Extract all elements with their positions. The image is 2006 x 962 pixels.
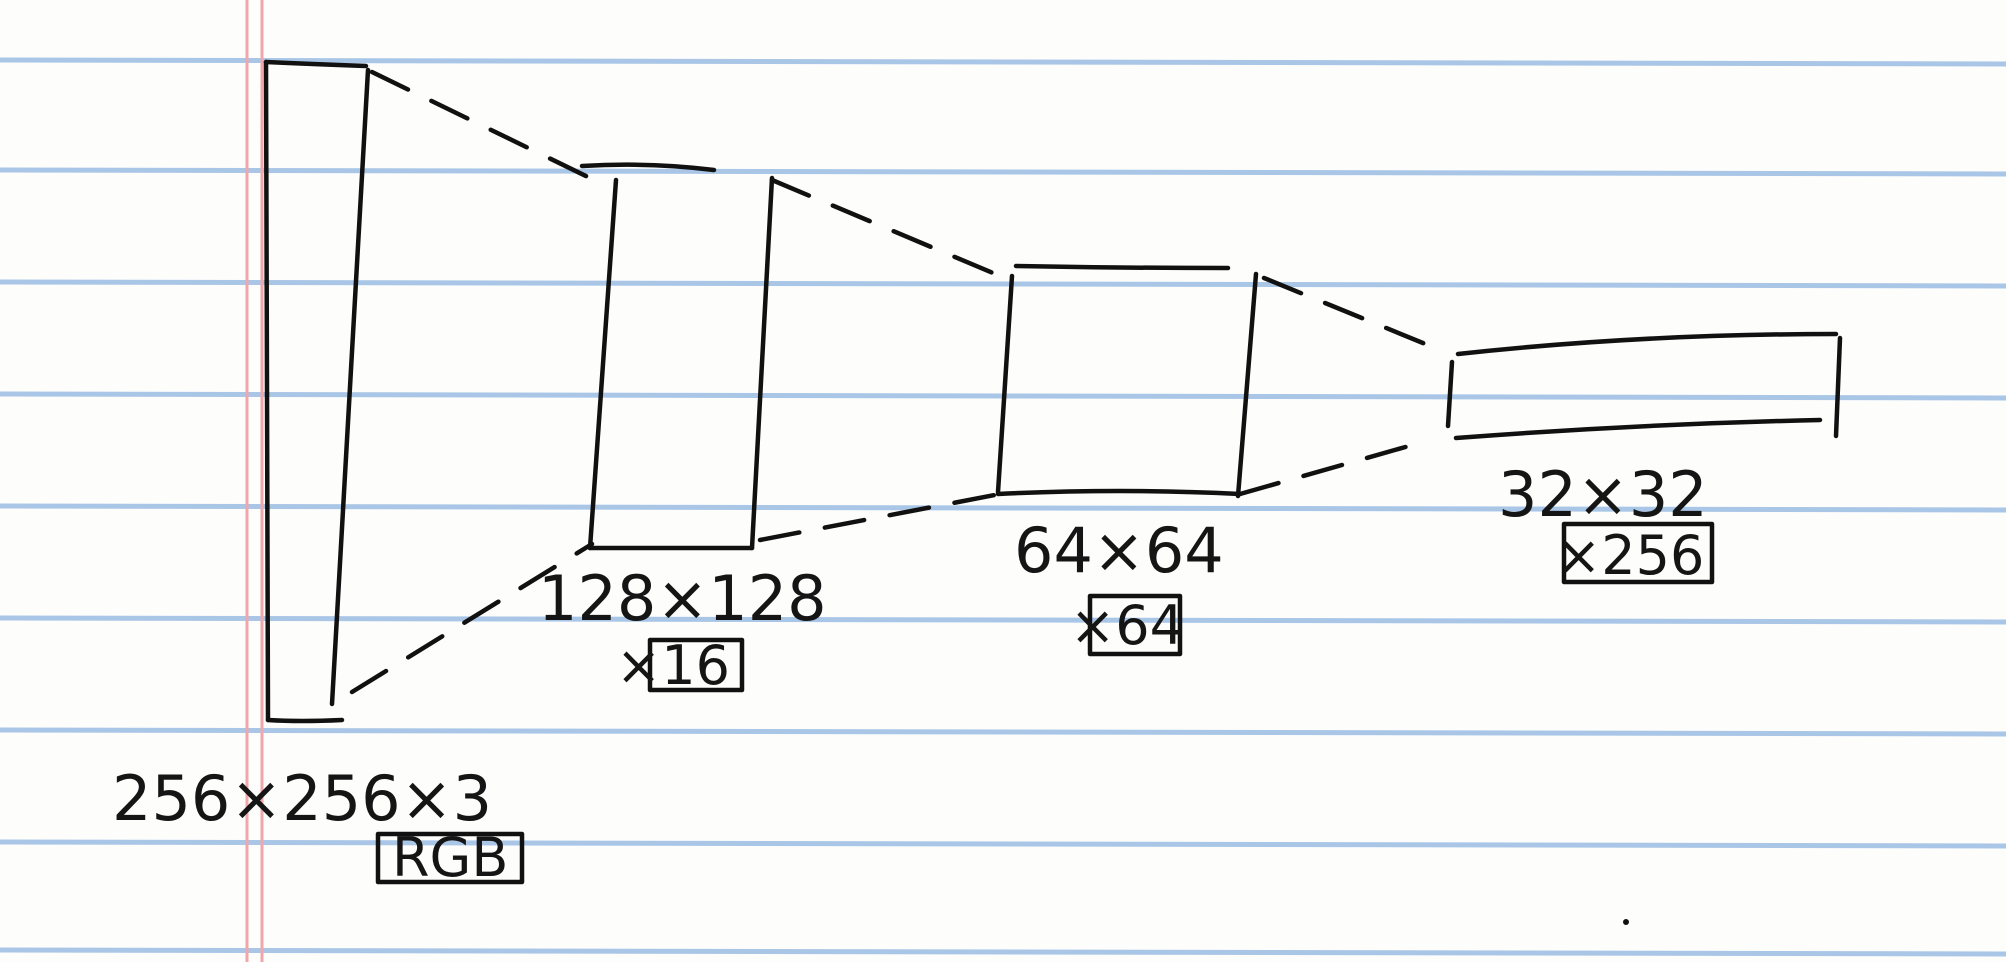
connector-lines-bottom <box>349 437 1433 695</box>
channel-box <box>1561 521 1715 585</box>
size-label: 32×32 <box>1498 458 1708 531</box>
connector-lines-top <box>369 69 1443 353</box>
feature-map-input <box>263 59 371 724</box>
channel-label: ×16 <box>616 634 730 697</box>
connector-line <box>757 491 1003 543</box>
ink-dot <box>1623 919 1629 925</box>
size-label: 256×256×3 <box>112 762 492 835</box>
ruled-line <box>0 503 2006 513</box>
ruled-line <box>0 947 2006 957</box>
ruled-line <box>0 57 2006 67</box>
ruled-line <box>0 615 2006 625</box>
channel-label: ×256 <box>1556 524 1704 587</box>
connector-line <box>369 69 593 181</box>
ruled-line <box>0 839 2006 849</box>
feature-map-stage-1 <box>579 162 775 551</box>
connector-line <box>1237 437 1433 497</box>
label-stage-1: 128×128 ×16 <box>538 562 827 697</box>
channel-label: RGB <box>392 826 508 889</box>
label-input: 256×256×3 RGB <box>112 762 525 889</box>
channel-box <box>375 831 525 885</box>
size-label: 64×64 <box>1014 514 1224 587</box>
label-stage-3: 32×32 ×256 <box>1498 458 1715 587</box>
connector-line <box>349 541 595 695</box>
ruled-lines <box>0 57 2006 957</box>
channel-box <box>647 637 745 693</box>
channel-box <box>1087 593 1183 657</box>
ruled-line <box>0 727 2006 737</box>
feature-map-stage-3 <box>1445 331 1843 441</box>
ruled-line <box>0 167 2006 177</box>
label-stage-2: 64×64 ×64 <box>1014 514 1224 657</box>
size-label: 128×128 <box>538 562 827 635</box>
ruled-line <box>0 279 2006 289</box>
margin-line <box>245 0 264 962</box>
connector-line <box>1261 275 1443 353</box>
channel-label: ×64 <box>1070 594 1184 657</box>
connector-line <box>769 177 1003 279</box>
feature-map-stage-2 <box>995 263 1259 499</box>
